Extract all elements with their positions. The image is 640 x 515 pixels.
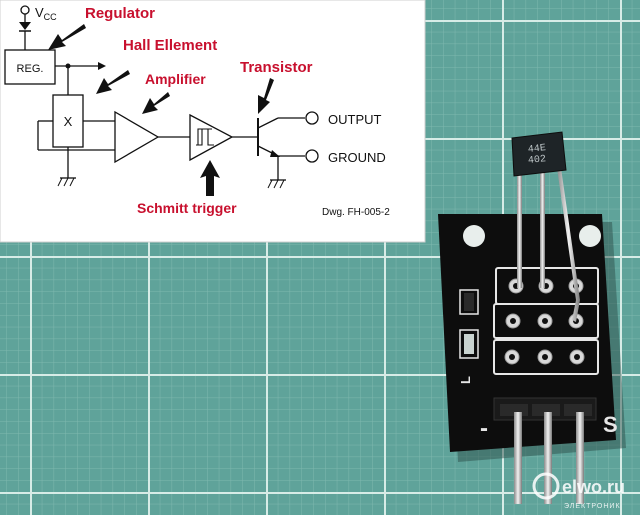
sensor-lead-3 — [557, 168, 580, 322]
watermark-tag: ЭЛЕКТРОНИК — [564, 503, 621, 510]
chip-marking-line2: 402 — [528, 154, 547, 167]
hall-element-callout: Hall Ellement — [123, 37, 217, 54]
output-label: OUTPUT — [328, 112, 382, 127]
vcc-label: VCC — [35, 5, 57, 22]
amplifier-symbol — [114, 110, 160, 164]
header-pin-2 — [544, 412, 552, 504]
pin-label-s: S — [603, 412, 618, 437]
arrow-regulator — [48, 24, 86, 50]
pcb-board — [438, 214, 616, 452]
arrow-transistor — [258, 78, 274, 114]
watermark-brand: elwo.ru — [562, 477, 625, 497]
schmitt-trigger-symbol — [189, 113, 234, 162]
ground-label: GROUND — [328, 150, 386, 165]
mounting-hole-right — [579, 225, 601, 247]
schmitt-trigger-callout: Schmitt trigger — [137, 200, 237, 216]
chip-marking-line1: 44E — [527, 143, 546, 156]
mounting-hole-left — [463, 225, 485, 247]
amplifier-callout: Amplifier — [145, 71, 206, 87]
led-component — [464, 334, 474, 354]
hall-sensor-module: L - S 44E 402 — [438, 131, 626, 504]
arrow-schmitt — [200, 160, 220, 196]
hall-sensor-diagram: VCC REG. X — [0, 0, 426, 243]
pin-label-minus: - — [480, 415, 488, 442]
hall-sensor-chip — [511, 131, 567, 177]
regulator-box — [4, 49, 56, 85]
sensor-lead-1 — [517, 168, 522, 288]
arrow-amplifier — [142, 92, 170, 114]
ground-terminal — [305, 149, 319, 163]
regulator-label: Regulator — [85, 5, 155, 22]
sensor-lead-2 — [540, 168, 545, 288]
hall-element-label: X — [64, 114, 73, 129]
silkscreen-l: L — [458, 376, 473, 384]
diode-symbol — [19, 22, 31, 30]
arrow-hall — [96, 70, 130, 94]
drawing-number: Dwg. FH-005-2 — [322, 207, 390, 218]
regulator-box-label: REG. — [17, 63, 44, 75]
transistor-callout: Transistor — [240, 59, 313, 76]
output-terminal — [305, 111, 319, 125]
hall-element-box — [52, 94, 84, 148]
header-pin-3 — [576, 412, 584, 504]
watermark: elwo.ru ЭЛЕКТРОНИК — [532, 472, 625, 510]
callout-arrows — [48, 24, 274, 196]
header-pin-1 — [514, 412, 522, 504]
